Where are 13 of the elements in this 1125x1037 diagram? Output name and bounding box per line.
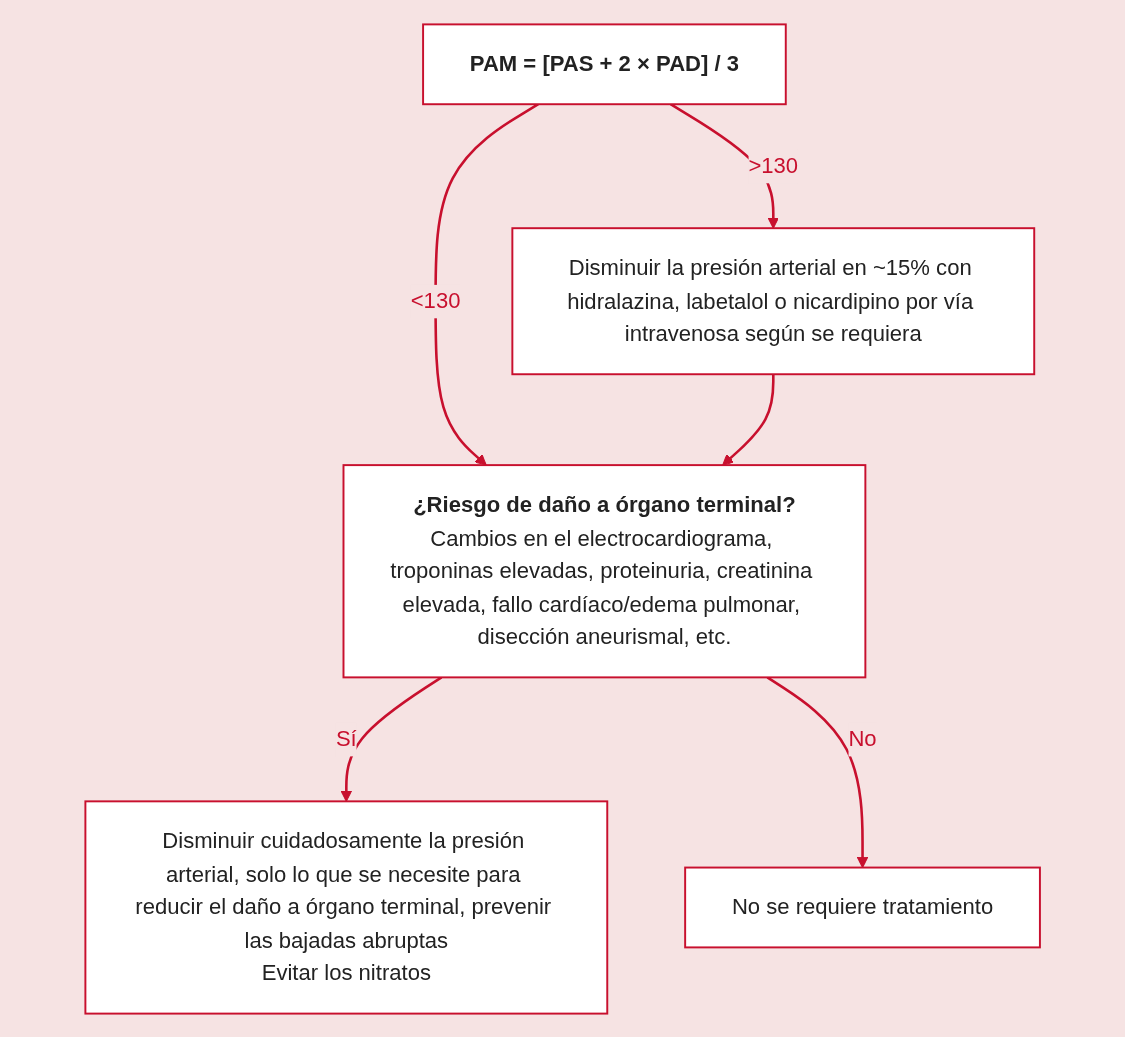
node-box: ¿Riesgo de daño a órgano terminal? Cambios en el electrocardiograma, troponinas elevadas, proteinuria, creatinina elevada, fallo cardíaco/edema pulmonar, disección aneurismal, etc. [342, 463, 867, 678]
node-box: PAM = [PAS + 2 × PAD] / 3 [421, 22, 787, 105]
node-box: Disminuir cuidadosamente la presión arterial, solo lo que se necesite para reducir el daño a órgano terminal, prevenir las bajadas abruptas Evitar los nitratos [84, 799, 609, 1015]
edge-label: <130 [410, 288, 461, 313]
node-box: Disminuir la presión arterial en ~15% con hidralazina, labetalol o nicardipino por vía intravenosa según se requiera [511, 226, 1036, 375]
arrow [722, 373, 775, 466]
edge-label: Sí [335, 726, 357, 751]
node-box: No se requiere tratamiento [684, 866, 1041, 948]
edge-label: >130 [748, 153, 798, 178]
arrow [434, 102, 539, 466]
arrow [766, 675, 869, 868]
arrow [340, 675, 443, 802]
edge-label: No [848, 726, 877, 751]
